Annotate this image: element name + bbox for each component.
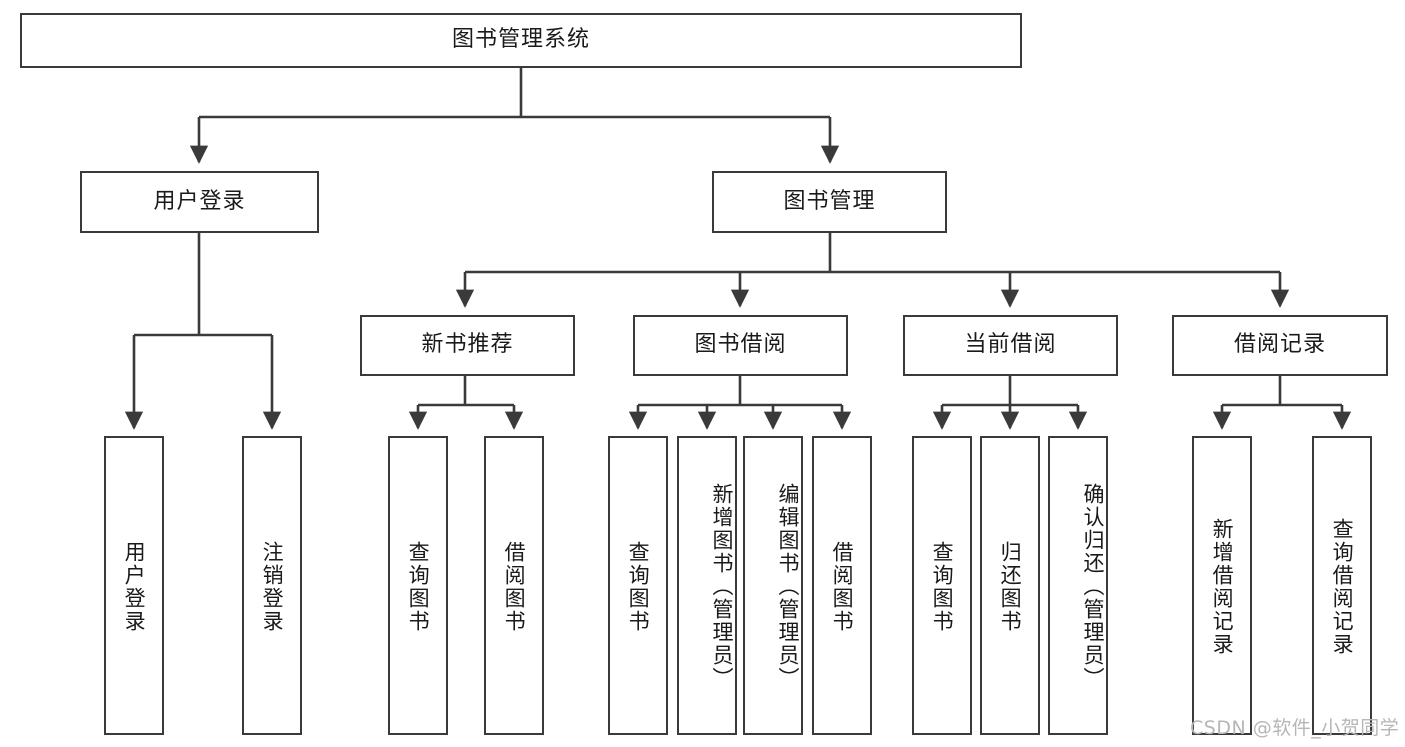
node-label: 注销登录 — [260, 540, 285, 633]
leaf-query-book-recommend[interactable]: 查询图书 — [388, 436, 448, 735]
node-borrow-record[interactable]: 借阅记录 — [1172, 315, 1388, 376]
csdn-watermark: CSDN @软件_小贺同学 — [1190, 717, 1400, 739]
leaf-edit-book-admin[interactable]: 编辑图书（管理员） — [743, 436, 803, 735]
leaf-query-book-current[interactable]: 查询图书 — [912, 436, 972, 735]
node-label: 当前借阅 — [964, 332, 1057, 358]
node-label: 借阅图书 — [830, 540, 855, 633]
node-label: 用户登录 — [122, 540, 147, 633]
node-label: 编辑图书（管理员） — [776, 483, 800, 690]
leaf-borrow-book-borrow[interactable]: 借阅图书 — [812, 436, 872, 735]
leaf-confirm-return-admin[interactable]: 确认归还（管理员） — [1048, 436, 1108, 735]
node-book-borrow[interactable]: 图书借阅 — [633, 315, 848, 376]
node-label: 借阅图书 — [502, 540, 527, 633]
node-new-book-recommend[interactable]: 新书推荐 — [360, 315, 575, 376]
leaf-user-logout[interactable]: 注销登录 — [242, 436, 302, 735]
node-label: 查询图书 — [406, 540, 431, 633]
node-label: 借阅记录 — [1233, 332, 1326, 358]
node-label: 归还图书 — [998, 540, 1023, 633]
node-label: 图书借阅 — [694, 332, 787, 358]
leaf-user-login[interactable]: 用户登录 — [104, 436, 164, 735]
node-label: 查询图书 — [930, 540, 955, 633]
node-label: 图书管理 — [783, 188, 876, 214]
node-current-borrow[interactable]: 当前借阅 — [903, 315, 1118, 376]
leaf-borrow-book-recommend[interactable]: 借阅图书 — [484, 436, 544, 735]
node-label: 查询图书 — [626, 540, 651, 633]
node-label: 新增图书（管理员） — [710, 483, 734, 690]
leaf-return-book[interactable]: 归还图书 — [980, 436, 1040, 735]
node-user-login[interactable]: 用户登录 — [80, 171, 319, 233]
node-root-book-management-system[interactable]: 图书管理系统 — [20, 13, 1022, 68]
leaf-add-borrow-record[interactable]: 新增借阅记录 — [1192, 436, 1252, 735]
node-label: 新书推荐 — [421, 332, 514, 358]
node-label: 用户登录 — [153, 188, 246, 214]
node-book-management[interactable]: 图书管理 — [712, 171, 947, 233]
leaf-add-book-admin[interactable]: 新增图书（管理员） — [677, 436, 737, 735]
node-label: 图书管理系统 — [451, 27, 590, 53]
node-label: 新增借阅记录 — [1210, 517, 1235, 656]
leaf-query-book-borrow[interactable]: 查询图书 — [608, 436, 668, 735]
node-label: 查询借阅记录 — [1330, 517, 1355, 656]
node-label: 确认归还（管理员） — [1081, 483, 1105, 690]
leaf-query-borrow-record[interactable]: 查询借阅记录 — [1312, 436, 1372, 735]
